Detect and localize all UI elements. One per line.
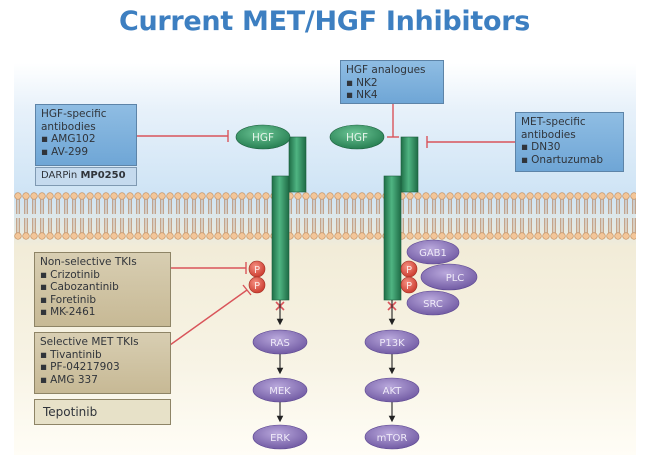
page-title: Current MET/HGF Inhibitors — [118, 6, 531, 37]
svg-text:SRC: SRC — [423, 299, 443, 310]
met-receptor-left — [271, 136, 307, 301]
node-ras: RAS — [252, 329, 308, 355]
hgf-antibodies-box: HGF-specific antibodies AMG102 AV-299 — [35, 104, 137, 166]
phospho-sites-left: P P — [248, 260, 266, 294]
cell-membrane — [14, 192, 636, 240]
adaptor-plc: PLC — [420, 263, 478, 291]
node-mtor: mTOR — [364, 424, 420, 450]
drug-item: Foretinib — [40, 294, 165, 307]
drug-item: Crizotinib — [40, 269, 165, 282]
phospho-label: P — [406, 265, 412, 276]
inhibit-selective-bar — [242, 284, 252, 296]
svg-text:PLC: PLC — [446, 273, 465, 284]
drug-item: Cabozantinib — [40, 281, 165, 294]
met-antibodies-box: MET-specific antibodies DN30 Onartuzumab — [515, 112, 624, 172]
hgf-ligand-left: HGF — [235, 124, 291, 150]
svg-text:MEK: MEK — [269, 386, 291, 397]
inhibit-selective-line — [169, 289, 248, 346]
darpin-box: DARPin MP0250 — [35, 167, 137, 186]
hgf-label: HGF — [252, 132, 274, 144]
phospho-sites-right: P P — [400, 260, 418, 294]
node-akt: AKT — [364, 377, 420, 403]
darpin-prefix: DARPin — [41, 170, 78, 181]
drug-item: AMG102 — [41, 133, 131, 146]
box-heading: MET-specific antibodies — [521, 116, 586, 141]
drug-item: PF-04217903 — [40, 361, 165, 374]
svg-text:RAS: RAS — [270, 338, 290, 349]
phospho-label: P — [254, 281, 260, 292]
svg-text:mTOR: mTOR — [377, 433, 408, 444]
nonselective-tkis-box: Non-selective TKIs Crizotinib Cabozantin… — [34, 252, 171, 327]
tepotinib-box: Tepotinib — [34, 399, 171, 425]
node-p13k: P13K — [364, 329, 420, 355]
drug-item: AV-299 — [41, 146, 131, 159]
drug-item: Onartuzumab — [521, 154, 618, 167]
inhibition-lines — [136, 103, 515, 346]
met-receptor-right — [383, 136, 419, 301]
signal-block-marks — [275, 301, 397, 311]
hgf-ligand-right: HGF — [329, 124, 385, 150]
box-heading: Selective MET TKIs — [40, 336, 139, 348]
svg-text:GAB1: GAB1 — [419, 248, 447, 259]
adaptor-src: SRC — [406, 290, 460, 316]
selective-tkis-box: Selective MET TKIs Tivantinib PF-0421790… — [34, 332, 171, 394]
drug-item: NK4 — [346, 89, 438, 102]
node-erk: ERK — [252, 424, 308, 450]
adaptor-gab1: GAB1 — [406, 239, 460, 265]
box-heading: Non-selective TKIs — [40, 256, 137, 268]
tepotinib-label: Tepotinib — [43, 405, 98, 419]
box-heading: HGF-specific antibodies — [41, 108, 107, 133]
drug-item: AMG 337 — [40, 374, 165, 387]
drug-item: NK2 — [346, 77, 438, 90]
svg-text:ERK: ERK — [270, 433, 290, 444]
box-heading: HGF analogues — [346, 64, 426, 76]
node-mek: MEK — [252, 377, 308, 403]
hgf-label: HGF — [346, 132, 368, 144]
drug-item: Tivantinib — [40, 349, 165, 362]
pathway-arrows — [276, 300, 396, 423]
drug-item: MK-2461 — [40, 306, 165, 319]
svg-text:AKT: AKT — [383, 386, 403, 397]
hgf-analogues-box: HGF analogues NK2 NK4 — [340, 60, 444, 104]
darpin-name: MP0250 — [80, 170, 126, 181]
phospho-label: P — [254, 265, 260, 276]
svg-text:P13K: P13K — [379, 338, 405, 349]
drug-item: DN30 — [521, 141, 618, 154]
phospho-label: P — [406, 281, 412, 292]
